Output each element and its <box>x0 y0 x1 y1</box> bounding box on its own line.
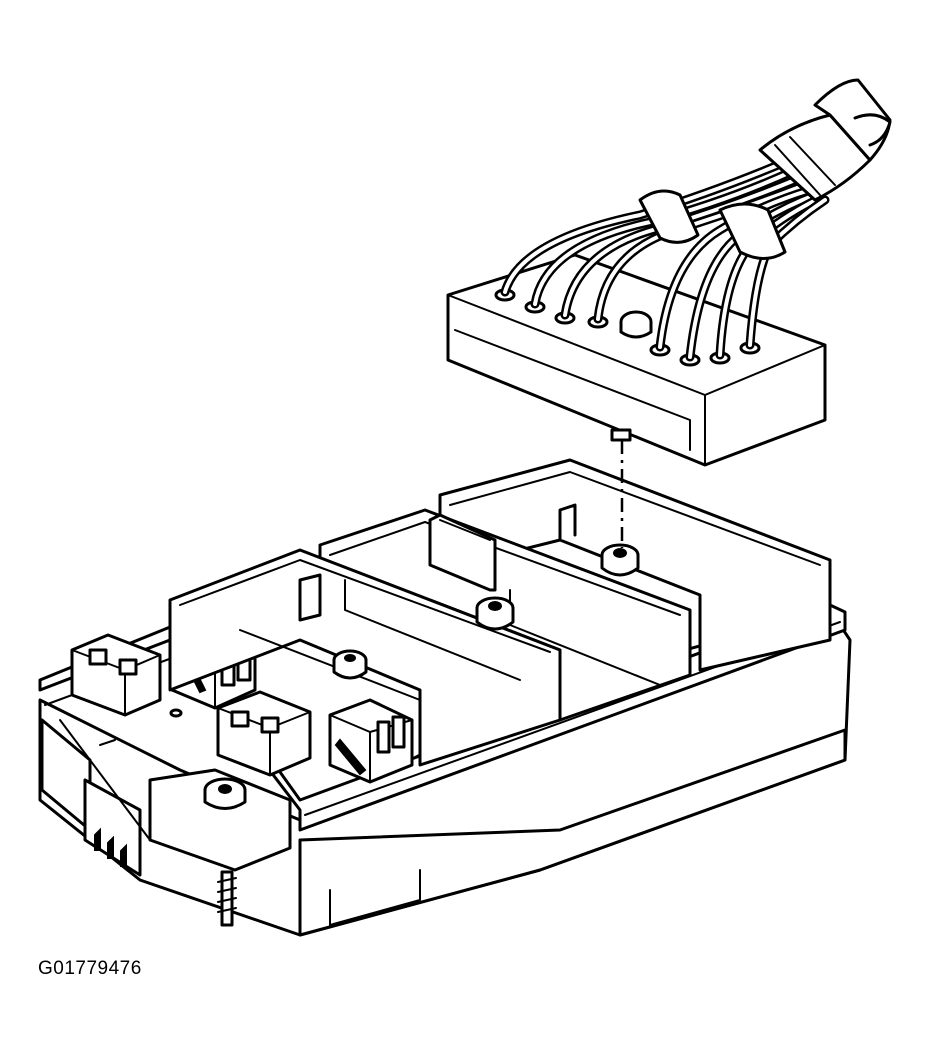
stud-nuts <box>332 543 640 680</box>
fuse-trays <box>168 458 832 767</box>
figure-id-label: G01779476 <box>38 958 142 979</box>
harness-connector <box>446 78 892 467</box>
